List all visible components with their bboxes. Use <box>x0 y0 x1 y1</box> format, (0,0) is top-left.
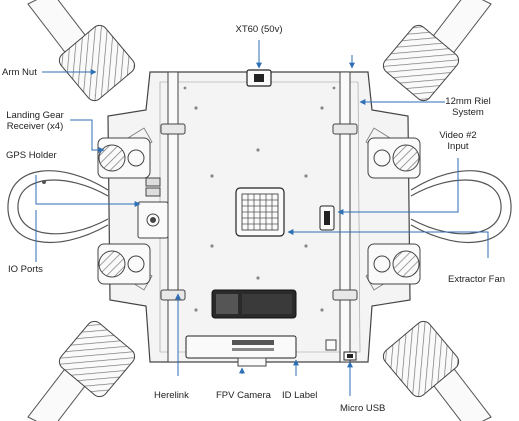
gps-holder-right <box>410 170 512 244</box>
gps-holder-screw <box>42 180 46 184</box>
herelink-screw <box>325 339 337 351</box>
label-landing-gear-1: Landing Gear <box>6 110 64 121</box>
label-video-1: Video #2 <box>439 130 477 141</box>
label-landing-gear-2: Receiver (x4) <box>6 121 64 132</box>
arm-nut-bottom-right <box>382 320 460 398</box>
label-xt60: XT60 (50v) <box>235 24 283 35</box>
fpv-camera <box>237 357 267 367</box>
label-fpv-camera: FPV Camera <box>216 390 271 401</box>
id-label-icon <box>185 335 297 359</box>
label-extractor-fan: Extractor Fan <box>448 274 506 285</box>
label-arm-nut: Arm Nut <box>2 67 37 78</box>
arm-nut-bottom-left <box>58 320 136 398</box>
callout-lines <box>35 40 489 396</box>
label-id-label: ID Label <box>282 390 318 401</box>
usb-port-icon <box>343 351 357 361</box>
video-input-port <box>319 205 335 231</box>
io-ports-panel <box>137 177 169 239</box>
landing-gear-receivers <box>97 137 421 285</box>
xt60-connector-icon <box>246 69 272 87</box>
label-rail-2: System <box>452 107 484 118</box>
label-gps-holder: GPS Holder <box>6 150 57 161</box>
herelink-module-icon <box>211 289 297 319</box>
label-rail-1: 12mm Riel <box>445 96 491 107</box>
label-herelink: Herelink <box>154 390 189 401</box>
fan-grille-icon <box>235 187 285 237</box>
rail-system <box>160 71 358 363</box>
label-micro-usb: Micro USB <box>340 403 386 414</box>
label-io-ports: IO Ports <box>8 264 43 275</box>
arm-nut-top-right <box>382 24 460 102</box>
label-video-2: Input <box>447 141 469 152</box>
gps-holder-left <box>7 170 109 244</box>
arm-nut-top-left <box>58 24 136 102</box>
